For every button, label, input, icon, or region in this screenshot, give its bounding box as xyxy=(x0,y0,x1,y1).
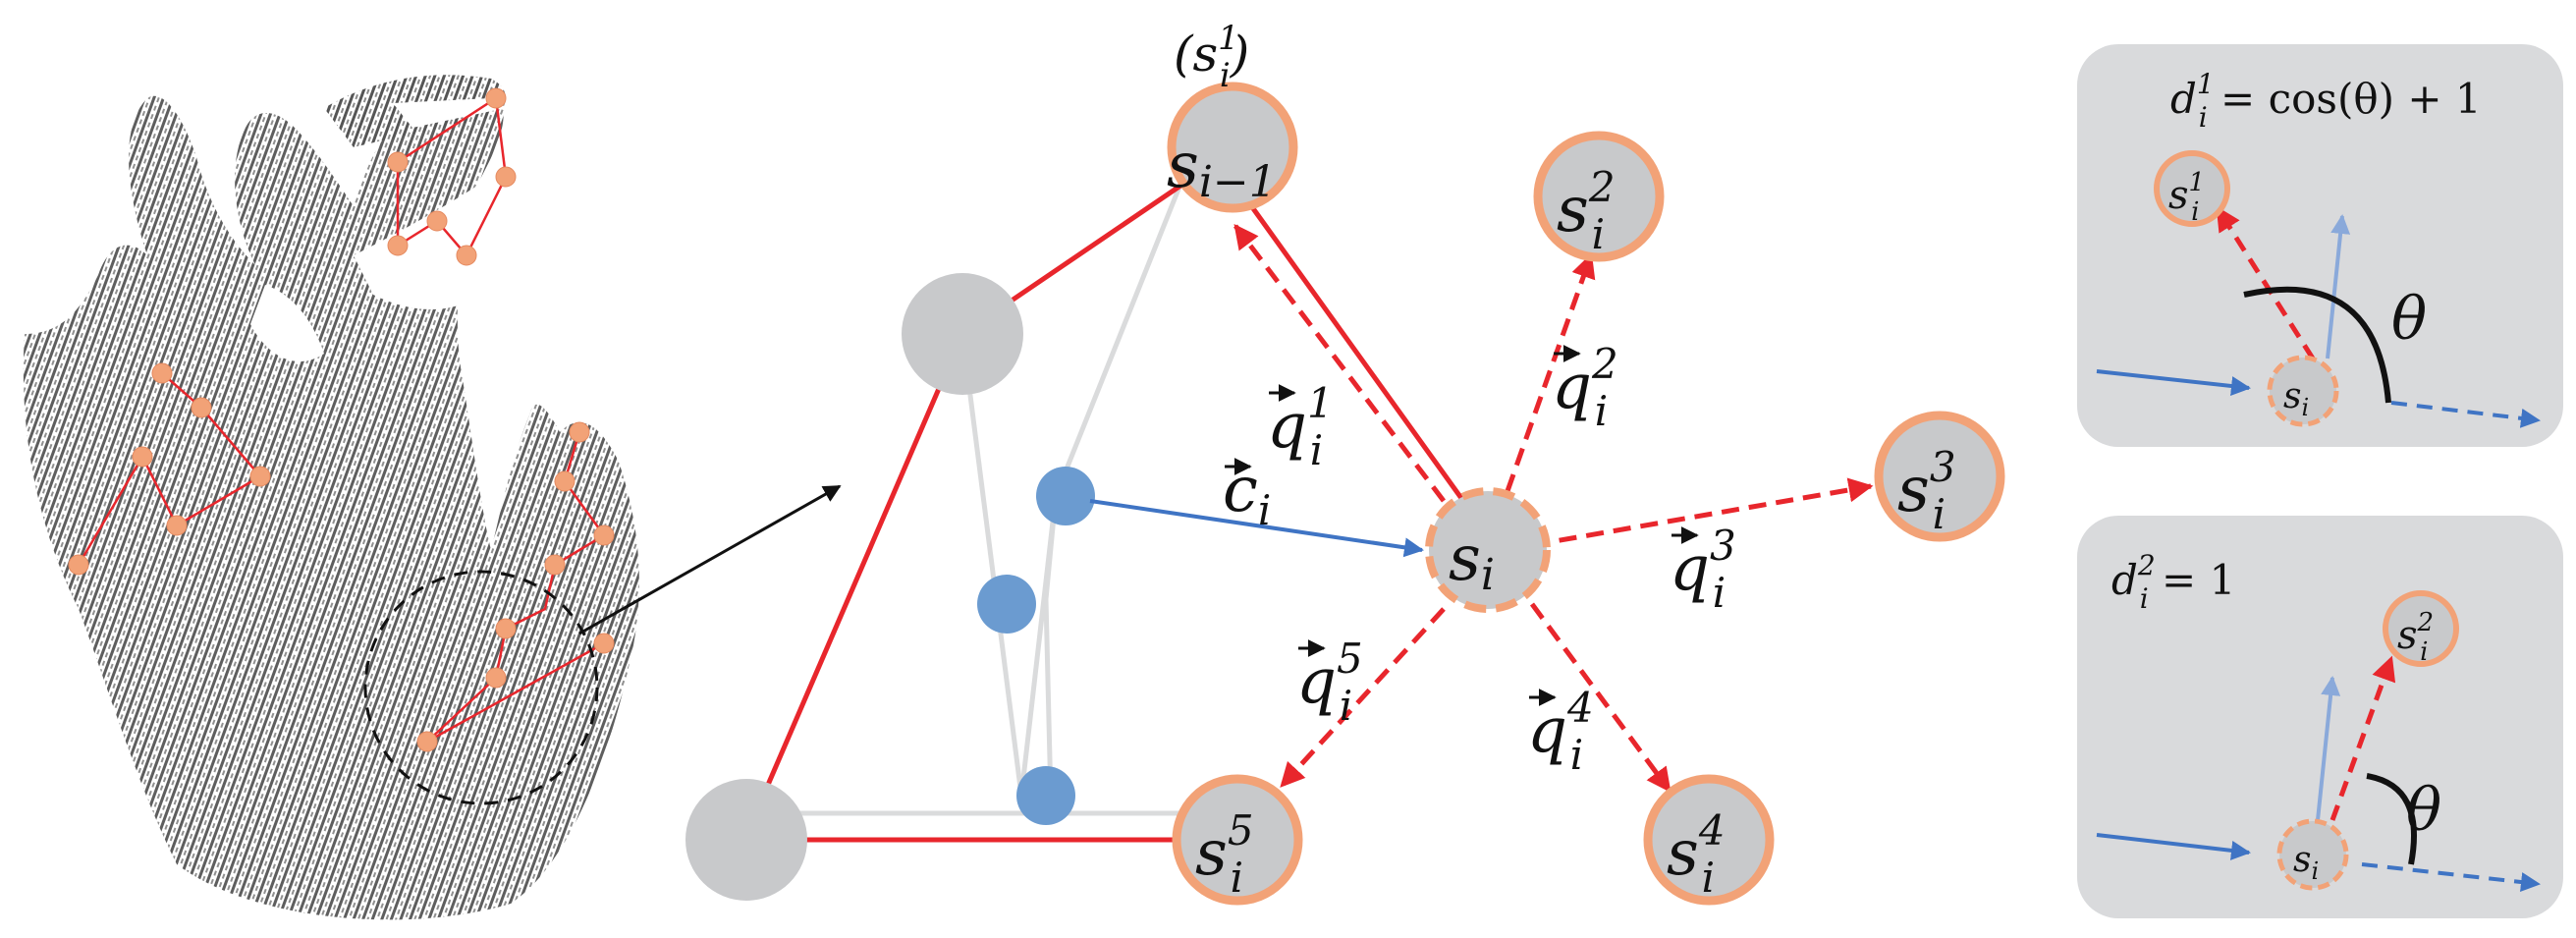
svg-text:q4i: q4i xyxy=(1527,684,1594,779)
panel2-theta: θ xyxy=(2406,776,2441,845)
hand-point-cloud xyxy=(23,75,842,920)
svg-text:si: si xyxy=(1449,523,1495,600)
svg-text:q2i: q2i xyxy=(1552,340,1618,435)
graph-node-blue-2 xyxy=(977,575,1036,634)
svg-text:s5i: s5i xyxy=(1195,806,1254,902)
top-label-sub: i xyxy=(1220,56,1231,95)
svg-text:s2i: s2i xyxy=(1557,163,1616,258)
svg-text:q1i: q1i xyxy=(1267,379,1334,474)
svg-text:s3i: s3i xyxy=(1897,443,1956,538)
vector-q2-arrow xyxy=(1505,252,1596,492)
top-label-base: (s xyxy=(1174,26,1218,83)
svg-text:q5i: q5i xyxy=(1296,635,1363,730)
node-s-prev xyxy=(1167,82,1298,213)
node-s-i-base: s xyxy=(1449,523,1481,595)
vector-q5-arrow xyxy=(1280,607,1446,788)
graph-node-gray-lower xyxy=(685,779,807,901)
svg-text:q3i: q3i xyxy=(1670,522,1736,617)
top-label-close: ) xyxy=(1230,26,1250,83)
node-s-i-sub: i xyxy=(1481,550,1495,600)
panel1-theta: θ xyxy=(2391,285,2427,354)
svg-text:si−1: si−1 xyxy=(1167,130,1277,207)
vector-q1-arrow xyxy=(1233,224,1446,503)
node-s-prev-base: s xyxy=(1167,130,1199,202)
zoom-pointer-arrow xyxy=(578,484,842,635)
svg-text:s4i: s4i xyxy=(1667,806,1726,902)
vector-c-arrow xyxy=(1089,499,1424,558)
vector-q4-arrow xyxy=(1529,602,1672,794)
vector-q3-arrow xyxy=(1531,477,1874,548)
zoom-circle xyxy=(363,570,599,805)
node-s-prev-sub: i−1 xyxy=(1199,157,1277,207)
label-c: ci xyxy=(1223,454,1271,534)
graph-node-blue-3 xyxy=(1016,766,1075,825)
node-s-i xyxy=(1425,487,1551,613)
panel1-node-si: si xyxy=(2283,376,2309,421)
graph-node-blue-1 xyxy=(1036,467,1095,525)
graph-node-gray-upper xyxy=(902,273,1023,395)
panel2-node-si: si xyxy=(2293,840,2319,885)
top-label-sup: 1 xyxy=(1218,19,1239,58)
